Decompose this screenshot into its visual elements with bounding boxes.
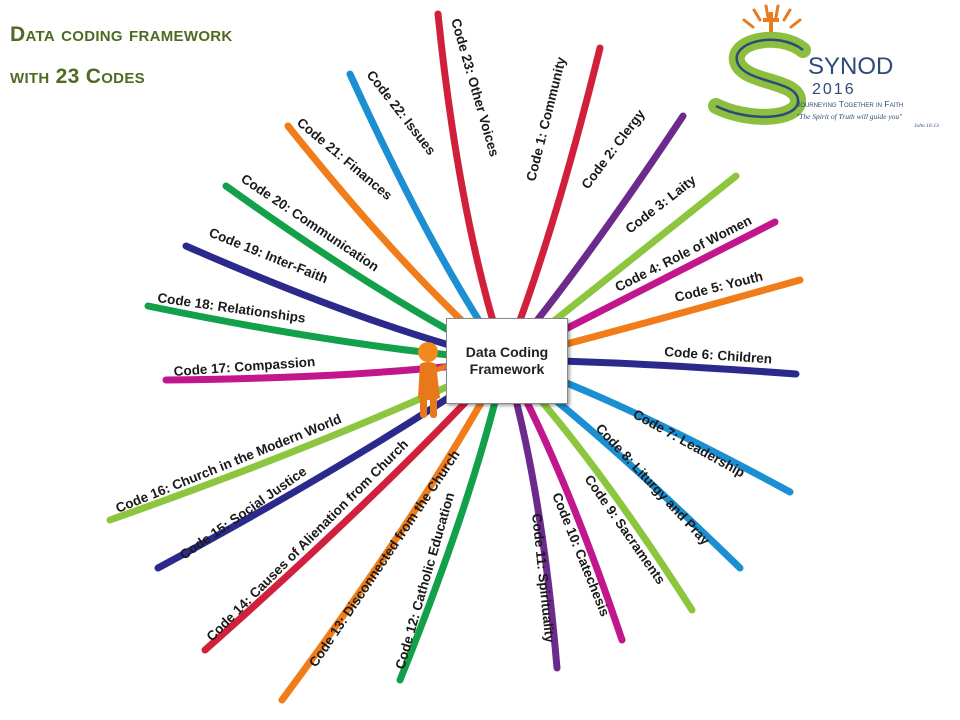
branch-label-code-16[interactable]: Code 16: Church in the Modern World	[114, 411, 344, 516]
central-topic[interactable]: Data Coding Framework	[446, 318, 568, 404]
synod-word: SYNOD	[808, 53, 893, 80]
slide-title-line-1: Data coding framework	[10, 23, 233, 46]
logo-reference: John 16:13	[914, 123, 939, 129]
slide-title: Data coding framework with 23 Codes	[10, 14, 233, 98]
sun-rays-icon	[742, 4, 802, 29]
synod-year: 2016	[812, 81, 856, 98]
branch-label-code-1[interactable]: Code 1: Community	[523, 55, 569, 183]
presenter-figure-icon	[418, 342, 455, 418]
logo-quote: "The Spirit of Truth will guide you"	[796, 112, 903, 121]
branch-label-code-22[interactable]: Code 22: Issues	[364, 68, 439, 158]
slide-title-line-2: with 23 Codes	[10, 65, 145, 88]
branch-label-code-3[interactable]: Code 3: Laity	[623, 172, 699, 236]
synod-logo-graphic: SYNOD 2016	[708, 4, 893, 125]
branch-label-code-11[interactable]: Code 11: Spirituality	[529, 513, 558, 644]
central-topic-label: Data Coding Framework	[465, 344, 549, 377]
synod-logo: SYNOD 2016 Journeying Together in Faith …	[708, 2, 958, 152]
logo-tagline: Journeying Together in Faith	[796, 99, 904, 109]
cross-icon	[763, 12, 779, 34]
